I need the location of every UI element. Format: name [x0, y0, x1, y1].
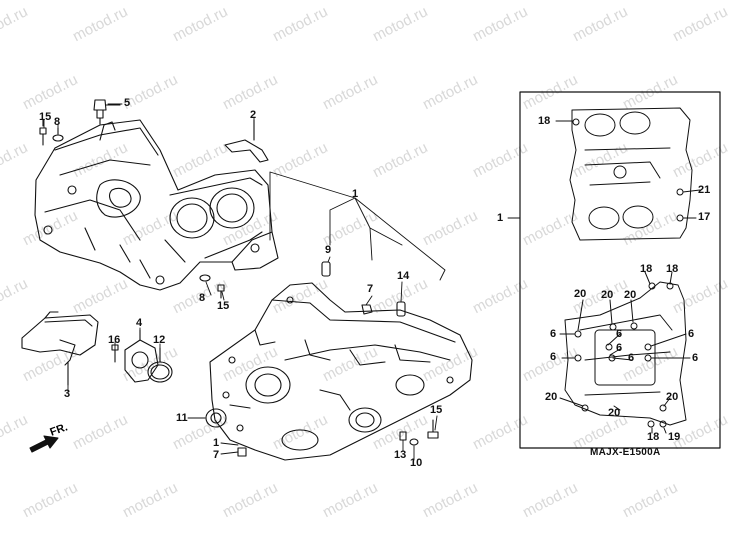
inset-upper-crankcase: [555, 107, 701, 241]
inset-lower-crankcase: [559, 271, 691, 434]
callout-1-bottom: 1: [213, 437, 220, 449]
oil-pressure-switch: [93, 99, 121, 125]
callout-12: 12: [153, 334, 166, 346]
inset-callout-18-d: 18: [647, 431, 660, 443]
inset-frame: [519, 91, 721, 449]
inset-callout-20-c: 20: [624, 289, 637, 301]
callout-1-center: 1: [352, 188, 359, 200]
inset-callout-18-a: 18: [538, 115, 551, 127]
inset-callout-20-b: 20: [601, 289, 614, 301]
callout-8-top: 8: [54, 116, 61, 128]
lower-crankcase: [209, 282, 473, 461]
callout-5: 5: [124, 97, 131, 109]
inset-callout-6-d: 6: [616, 342, 623, 354]
inset-callout-6-b: 6: [550, 351, 557, 363]
callout-7-center: 7: [367, 283, 374, 295]
inset-callout-20-e: 20: [608, 407, 621, 419]
callout-1-inset: 1: [497, 212, 504, 224]
inset-callout-18-c: 18: [666, 263, 679, 275]
dowel-pins: [321, 261, 406, 317]
callout-14: 14: [397, 270, 410, 282]
leader-lines: [43, 103, 521, 461]
callout-2: 2: [250, 109, 257, 121]
inset-callout-20-d: 20: [545, 391, 558, 403]
diagram-code: MAJX-E1500A: [590, 447, 661, 458]
inset-callout-6-e: 6: [628, 352, 635, 364]
callout-16: 16: [108, 334, 121, 346]
callout-13: 13: [394, 449, 407, 461]
bracket: [224, 119, 269, 163]
bolts-bottom-right: [399, 419, 439, 446]
callout-3: 3: [64, 388, 71, 400]
callout-15-center: 15: [217, 300, 230, 312]
inset-callout-6-c: 6: [616, 328, 623, 340]
callout-8-center: 8: [199, 292, 206, 304]
inset-callout-6-a: 6: [550, 328, 557, 340]
front-arrow: [29, 435, 59, 453]
callout-10: 10: [410, 457, 423, 469]
callout-4: 4: [136, 317, 143, 329]
callout-15-bottom: 15: [430, 404, 443, 416]
inset-callout-19: 19: [668, 431, 681, 443]
inset-callout-17: 17: [698, 211, 711, 223]
oil-seal: [205, 408, 227, 428]
callout-11: 11: [176, 412, 188, 424]
inset-callout-18-b: 18: [640, 263, 653, 275]
inset-callout-21: 21: [698, 184, 711, 196]
callout-9: 9: [325, 244, 332, 256]
bolt-pair-center: [199, 274, 225, 299]
inset-callout-6-f: 6: [688, 328, 695, 340]
breather-plate: [21, 311, 99, 386]
callout-7-bottom: 7: [213, 449, 220, 461]
bolt-bottom-left: [237, 447, 247, 457]
callout-15-top: 15: [39, 111, 52, 123]
inset-callout-6-g: 6: [692, 352, 699, 364]
inset-callout-20-a: 20: [574, 288, 587, 300]
inset-callout-20-f: 20: [666, 391, 679, 403]
upper-crankcase: [34, 119, 279, 291]
